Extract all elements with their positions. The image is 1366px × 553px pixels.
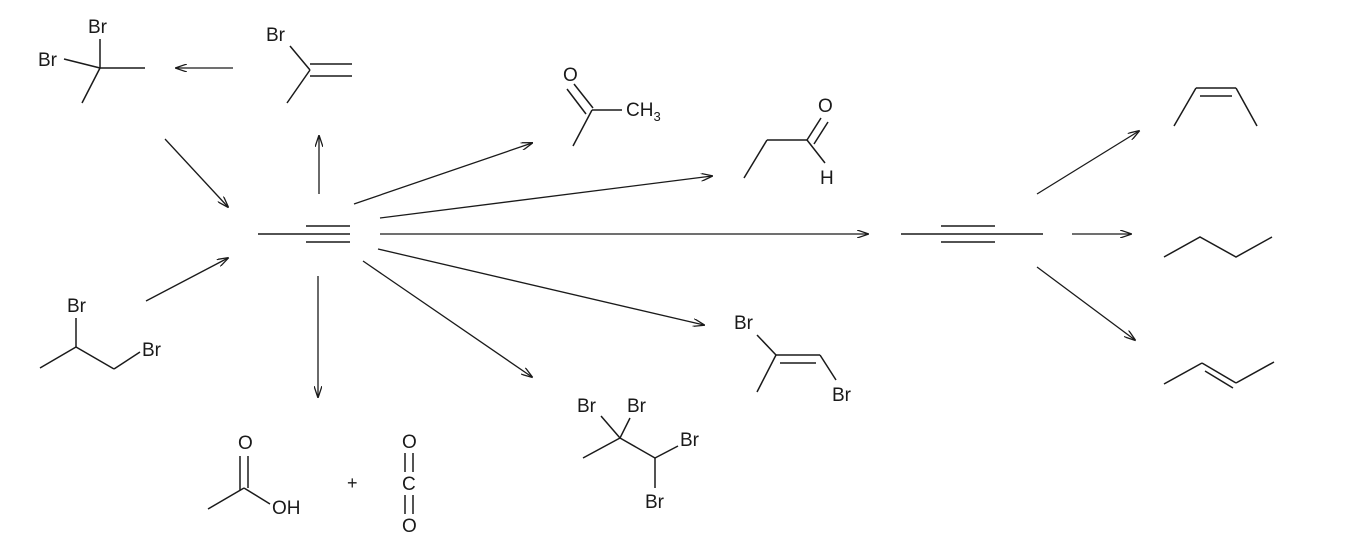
carbon-dioxide: O C O — [402, 432, 417, 537]
bromopropene: Br — [266, 25, 352, 104]
br-label: Br — [832, 385, 852, 406]
dibromopropene: Br Br — [734, 313, 852, 406]
o-label: O — [238, 433, 253, 454]
arrow — [353, 143, 532, 205]
reaction-arrows — [145, 68, 1139, 397]
br-label: Br — [142, 340, 162, 361]
propanal: O H — [743, 96, 834, 189]
c-label: C — [402, 474, 416, 495]
br-label: Br — [67, 296, 87, 317]
arrow — [377, 248, 704, 325]
br-label: Br — [577, 396, 597, 417]
br-label: Br — [645, 492, 665, 513]
dibromopropane-vicinal: Br Br — [39, 296, 162, 370]
butane — [1163, 236, 1273, 258]
butyne — [901, 225, 1043, 243]
arrow — [1036, 131, 1139, 195]
ch3-label: CH3 — [626, 100, 661, 124]
br-label: Br — [266, 25, 286, 46]
arrow — [164, 138, 228, 207]
dibromopropane-geminal: Br Br — [38, 17, 145, 104]
arrow — [1036, 266, 1135, 340]
acetone: O CH3 — [563, 65, 661, 147]
br-label: Br — [627, 396, 647, 417]
arrow — [362, 260, 532, 377]
arrow — [379, 176, 712, 219]
o-label: O — [563, 65, 578, 86]
br-label: Br — [734, 313, 754, 334]
br-label: Br — [88, 17, 108, 38]
oh-label: OH — [272, 498, 301, 519]
tetrabromopropane: Br Br Br Br — [577, 396, 700, 513]
o-label: O — [818, 96, 833, 117]
cis-butene — [1173, 87, 1258, 127]
acetic-acid: O OH — [207, 433, 301, 519]
o-label: O — [402, 432, 417, 453]
br-label: Br — [680, 430, 700, 451]
br-label: Br — [38, 50, 58, 71]
o-label: O — [402, 516, 417, 537]
h-label: H — [820, 168, 834, 189]
arrow — [145, 258, 228, 302]
plus-sign: + — [347, 473, 358, 493]
trans-butene — [1163, 361, 1275, 389]
propyne-center — [258, 225, 350, 243]
